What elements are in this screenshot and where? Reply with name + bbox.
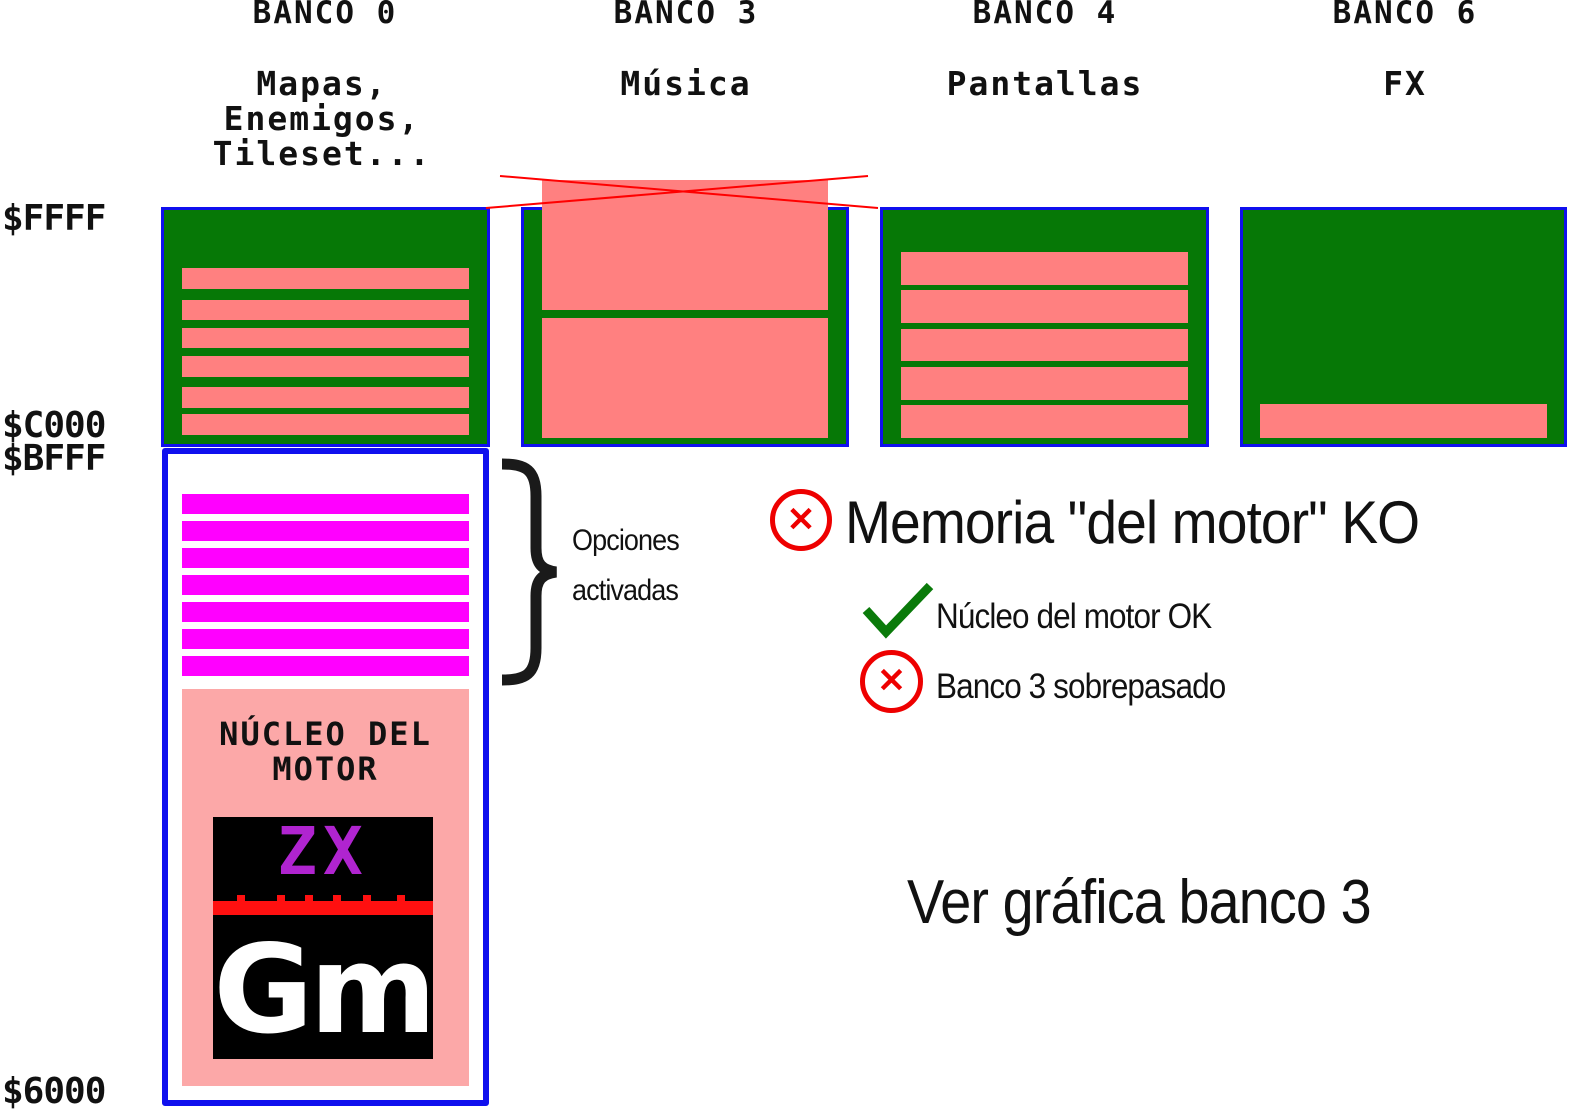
bank-0-block — [182, 414, 469, 435]
bank-4-subtitle: Pantallas — [946, 64, 1144, 103]
zx-gm-logo: ZX Gm — [213, 817, 433, 1059]
options-label: Opciones activadas — [572, 524, 680, 607]
option-block — [182, 602, 469, 622]
option-block — [182, 494, 469, 514]
bank-4-block — [901, 329, 1188, 361]
bank-3-block-overflow — [542, 180, 828, 310]
bank-3-title: BANCO 3 — [613, 0, 759, 31]
bank-6-subtitle: FX — [1383, 64, 1427, 103]
checkmark-icon — [862, 582, 934, 639]
bank-4-block — [901, 290, 1188, 323]
logo-gm-text: Gm — [213, 919, 433, 1059]
address-bfff: $BFFF — [2, 438, 106, 479]
bank-3-subtitle: Música — [620, 64, 752, 103]
option-block — [182, 548, 469, 568]
bank-0-memory — [161, 207, 490, 447]
option-block — [182, 629, 469, 649]
bank-0-title: BANCO 0 — [252, 0, 398, 31]
curly-brace-icon — [501, 458, 558, 686]
bank-0-block — [182, 300, 469, 320]
bank-6-title: BANCO 6 — [1332, 0, 1478, 31]
logo-divider — [213, 901, 433, 915]
bank-0-block — [182, 328, 469, 348]
core-ok-status: Núcleo del motor OK — [936, 597, 1212, 636]
address-ffff: $FFFF — [2, 198, 106, 239]
bank-overflow-status: Banco 3 sobrepasado — [936, 667, 1226, 706]
bank-3-block — [542, 318, 828, 438]
engine-core-label: NÚCLEO DEL MOTOR — [219, 715, 432, 788]
address-6000: $6000 — [2, 1071, 106, 1112]
bank-0-subtitle: Mapas, Enemigos, Tileset... — [212, 64, 432, 173]
bank-4-block — [901, 252, 1188, 285]
bank-6-block — [1260, 404, 1547, 438]
bank-0-block — [182, 356, 469, 377]
bank-0-block — [182, 387, 469, 408]
see-bank-3-chart: Ver gráfica banco 3 — [907, 868, 1372, 937]
option-block — [182, 656, 469, 676]
engine-memory-status: Memoria "del motor" KO — [845, 489, 1420, 556]
engine-core: NÚCLEO DEL MOTOR ZX Gm — [182, 689, 469, 1086]
bank-4-block — [901, 367, 1188, 400]
option-block — [182, 575, 469, 595]
option-block — [182, 521, 469, 541]
address-c000: $C000 — [2, 405, 106, 446]
x-circle-icon: ✕ — [770, 489, 832, 551]
x-circle-icon: ✕ — [860, 650, 923, 713]
bank-4-title: BANCO 4 — [972, 0, 1118, 31]
logo-zx-text: ZX — [277, 817, 369, 890]
bank-0-block — [182, 268, 469, 289]
bank-4-block — [901, 405, 1188, 438]
overflow-cross — [485, 175, 879, 209]
